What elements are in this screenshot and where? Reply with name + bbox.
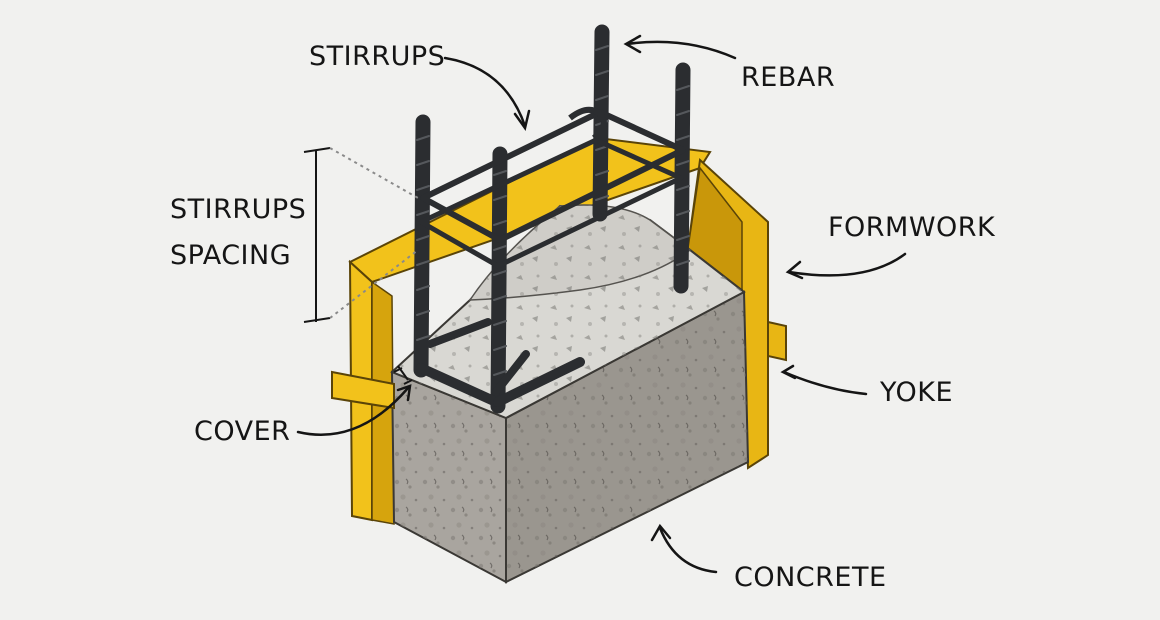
label-cover: COVER — [194, 416, 291, 447]
concrete-block — [390, 204, 750, 584]
label-stirrups-spacing-line1: STIRRUPS — [170, 194, 307, 225]
label-rebar: REBAR — [741, 62, 836, 93]
label-concrete: CONCRETE — [734, 562, 887, 593]
label-stirrups: STIRRUPS — [309, 41, 446, 72]
stirrups-arrow — [443, 56, 527, 128]
leader-arrows — [296, 34, 907, 574]
label-stirrups-spacing-line2: SPACING — [170, 240, 292, 271]
concrete-arrow — [658, 526, 718, 574]
yoke-arrow — [782, 370, 868, 396]
rebar-arrow — [625, 40, 737, 60]
yoke — [331, 320, 787, 410]
stirrups-spacing-dimension — [303, 147, 419, 323]
formwork — [348, 136, 769, 525]
label-formwork: FORMWORK — [828, 212, 996, 243]
cover-dimension — [393, 365, 413, 385]
formwork-arrow — [787, 252, 907, 277]
stirrups — [418, 106, 686, 269]
label-yoke: YOKE — [880, 377, 954, 408]
cover-arrow — [296, 386, 410, 436]
